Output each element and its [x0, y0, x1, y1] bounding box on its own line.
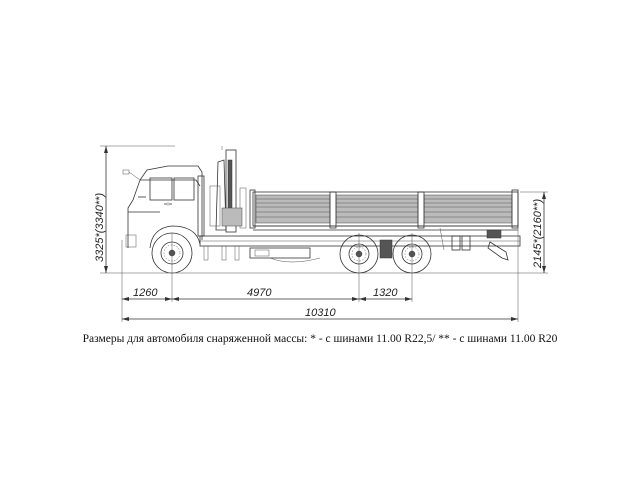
chassis-frame	[199, 235, 521, 263]
rear-equipment	[439, 227, 509, 261]
wheelbase-label: 4970	[247, 287, 272, 299]
cab	[122, 165, 205, 249]
dimension-lines	[100, 145, 548, 322]
crane	[209, 146, 247, 233]
suspension	[379, 239, 393, 259]
truck-illustration	[122, 146, 521, 274]
platform-height-label: 2145*(2160**)	[532, 199, 544, 269]
dimensions-caption: Размеры для автомобиля снаряженной массы…	[82, 333, 558, 345]
overall-height-label: 3325*(3340**)	[94, 193, 106, 262]
overall-length-label: 10310	[305, 307, 336, 319]
front-overhang-label: 1260	[133, 287, 158, 299]
rear-axle-spacing-label: 1320	[373, 287, 398, 299]
cargo-platform	[249, 189, 519, 231]
